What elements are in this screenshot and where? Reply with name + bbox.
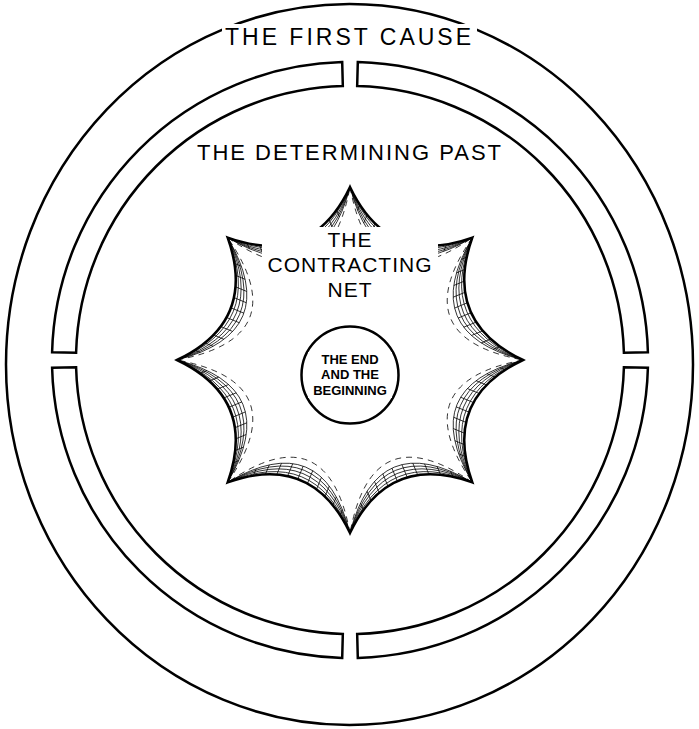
net-mesh [459, 238, 523, 360]
net-mesh [481, 339, 490, 343]
net-mesh [209, 377, 218, 381]
net-mesh [453, 238, 523, 360]
net-mesh [350, 469, 472, 533]
net-mesh [459, 360, 523, 482]
net-mesh [471, 331, 482, 336]
net-dash [177, 360, 253, 482]
net-dash [228, 457, 350, 533]
net-mesh [235, 423, 247, 428]
net-mesh [455, 441, 464, 445]
text-holder: THE DETERMINING PAST [50, 140, 650, 166]
net-mesh [367, 491, 371, 500]
net-mesh [454, 417, 466, 422]
net-mesh [350, 463, 472, 533]
net-mesh [224, 393, 236, 398]
ring-segment [52, 62, 343, 353]
net-mesh [298, 466, 303, 479]
net-mesh [464, 322, 476, 327]
net-mesh [383, 474, 388, 486]
net-dash [350, 457, 472, 533]
net-mesh [177, 360, 241, 482]
net-mesh [229, 402, 242, 407]
net-mesh [213, 335, 223, 339]
net-mesh [221, 327, 233, 332]
net-mesh [227, 317, 240, 322]
diagram-node: THE END AND THE BEGINNING [300, 325, 400, 425]
node-label: THE END AND THE BEGINNING [308, 352, 392, 399]
net-mesh [453, 292, 465, 297]
net-mesh [228, 463, 350, 533]
diagram-node: THE CONTRACTING NET THE END AND THE BEGIN… [175, 185, 525, 535]
ring-segment [357, 367, 648, 658]
net-mesh [277, 463, 282, 474]
net-mesh [392, 468, 397, 481]
net-mesh [402, 465, 407, 478]
net-mesh [236, 435, 246, 439]
net-mesh [177, 238, 241, 360]
net-dash [177, 238, 253, 360]
text-holder: THE FIRST CAUSE [0, 24, 699, 52]
net-mesh [425, 464, 429, 474]
text-holder: THE CONTRACTING NET [175, 227, 525, 303]
net-mesh [375, 481, 380, 492]
net-outline [177, 187, 523, 533]
net-mesh [265, 465, 269, 474]
net-mesh [413, 463, 418, 475]
net-mesh [217, 385, 228, 390]
net-mesh [288, 464, 293, 476]
node-label: THE DETERMINING PAST [194, 140, 506, 166]
net-mesh [461, 397, 474, 402]
net-mesh [325, 486, 329, 496]
outer-ellipse [6, 4, 693, 725]
net-mesh [177, 238, 247, 360]
node-label: THE CONTRACTING NET [262, 227, 438, 303]
ring-segment [357, 62, 648, 353]
net-mesh [455, 303, 468, 308]
diagram-node: THE DETERMINING PASTTHE CONTRACTING NETT… [50, 60, 650, 660]
net-mesh [234, 298, 246, 303]
net-dash [447, 238, 523, 360]
net-mesh [236, 287, 247, 292]
net-mesh [476, 381, 486, 385]
net-mesh [456, 407, 469, 412]
net-mesh [177, 360, 247, 482]
text-holder: THE END AND THE BEGINNING [300, 325, 400, 425]
net-mesh [453, 360, 523, 482]
inner-circle [302, 327, 399, 424]
ring-segment [52, 367, 343, 658]
net-mesh [453, 429, 464, 434]
node-label: THE FIRST CAUSE [222, 24, 477, 52]
net-mesh [317, 477, 322, 489]
net-mesh [307, 471, 312, 484]
net-mesh [236, 275, 245, 279]
net-mesh [228, 469, 350, 533]
net-mesh [467, 389, 479, 394]
net-dash [447, 360, 523, 482]
net-mesh [233, 412, 246, 417]
net-mesh [231, 308, 244, 313]
net-mesh [458, 313, 471, 318]
net-mesh [454, 281, 464, 285]
